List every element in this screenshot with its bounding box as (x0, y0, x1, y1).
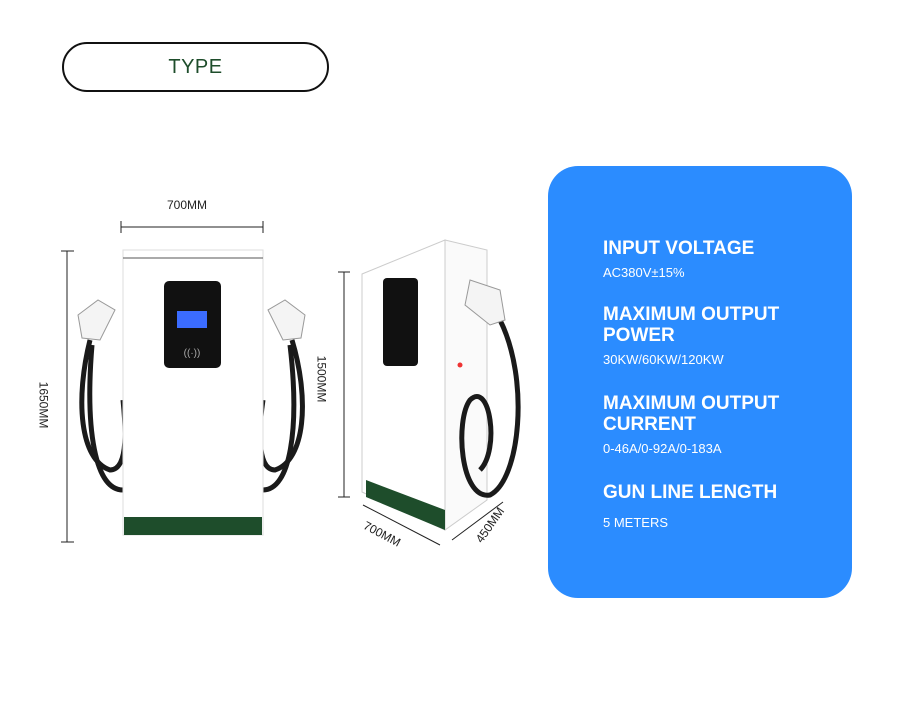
front-display (177, 311, 207, 328)
front-width-label: 700MM (167, 198, 208, 212)
front-base (124, 517, 262, 535)
type-label: TYPE (168, 55, 223, 78)
side-height-label: 1500MM (314, 355, 329, 403)
spec-title: MAXIMUM OUTPUT POWER (603, 304, 780, 346)
side-bottom-dimensions (362, 501, 504, 546)
spec-value: AC380V±15% (603, 265, 685, 280)
side-base (366, 480, 445, 530)
front-height-label: 1650MM (36, 381, 51, 429)
rfid-icon: ((·)) (184, 348, 201, 359)
spec-title: INPUT VOLTAGE (603, 238, 755, 259)
front-width-dimension (120, 221, 264, 233)
spec-title: MAXIMUM OUTPUT CURRENT (603, 393, 780, 435)
emergency-button (457, 362, 463, 368)
spec-panel: INPUT VOLTAGE AC380V±15% MAXIMUM OUTPUT … (548, 166, 852, 598)
side-screen-panel (383, 278, 418, 366)
spec-input-voltage: INPUT VOLTAGE AC380V±15% (603, 238, 843, 280)
side-gun (464, 279, 506, 326)
front-gun-left (77, 299, 116, 341)
spec-value: 30KW/60KW/120KW (603, 352, 724, 367)
type-heading: TYPE (62, 42, 329, 92)
front-gun-right (267, 299, 306, 341)
spec-value: 0-46A/0-92A/0-183A (603, 441, 722, 456)
spec-title: GUN LINE LENGTH (603, 482, 778, 503)
spec-output-power: MAXIMUM OUTPUT POWER 30KW/60KW/120KW (603, 304, 843, 367)
side-height-dimension (338, 271, 350, 498)
side-cable (459, 318, 521, 498)
spec-value: 5 METERS (603, 515, 669, 530)
spec-output-current: MAXIMUM OUTPUT CURRENT 0-46A/0-92A/0-183… (603, 393, 843, 456)
front-height-dimension (61, 250, 74, 543)
spec-gun-line-length: GUN LINE LENGTH 5 METERS (603, 482, 843, 530)
